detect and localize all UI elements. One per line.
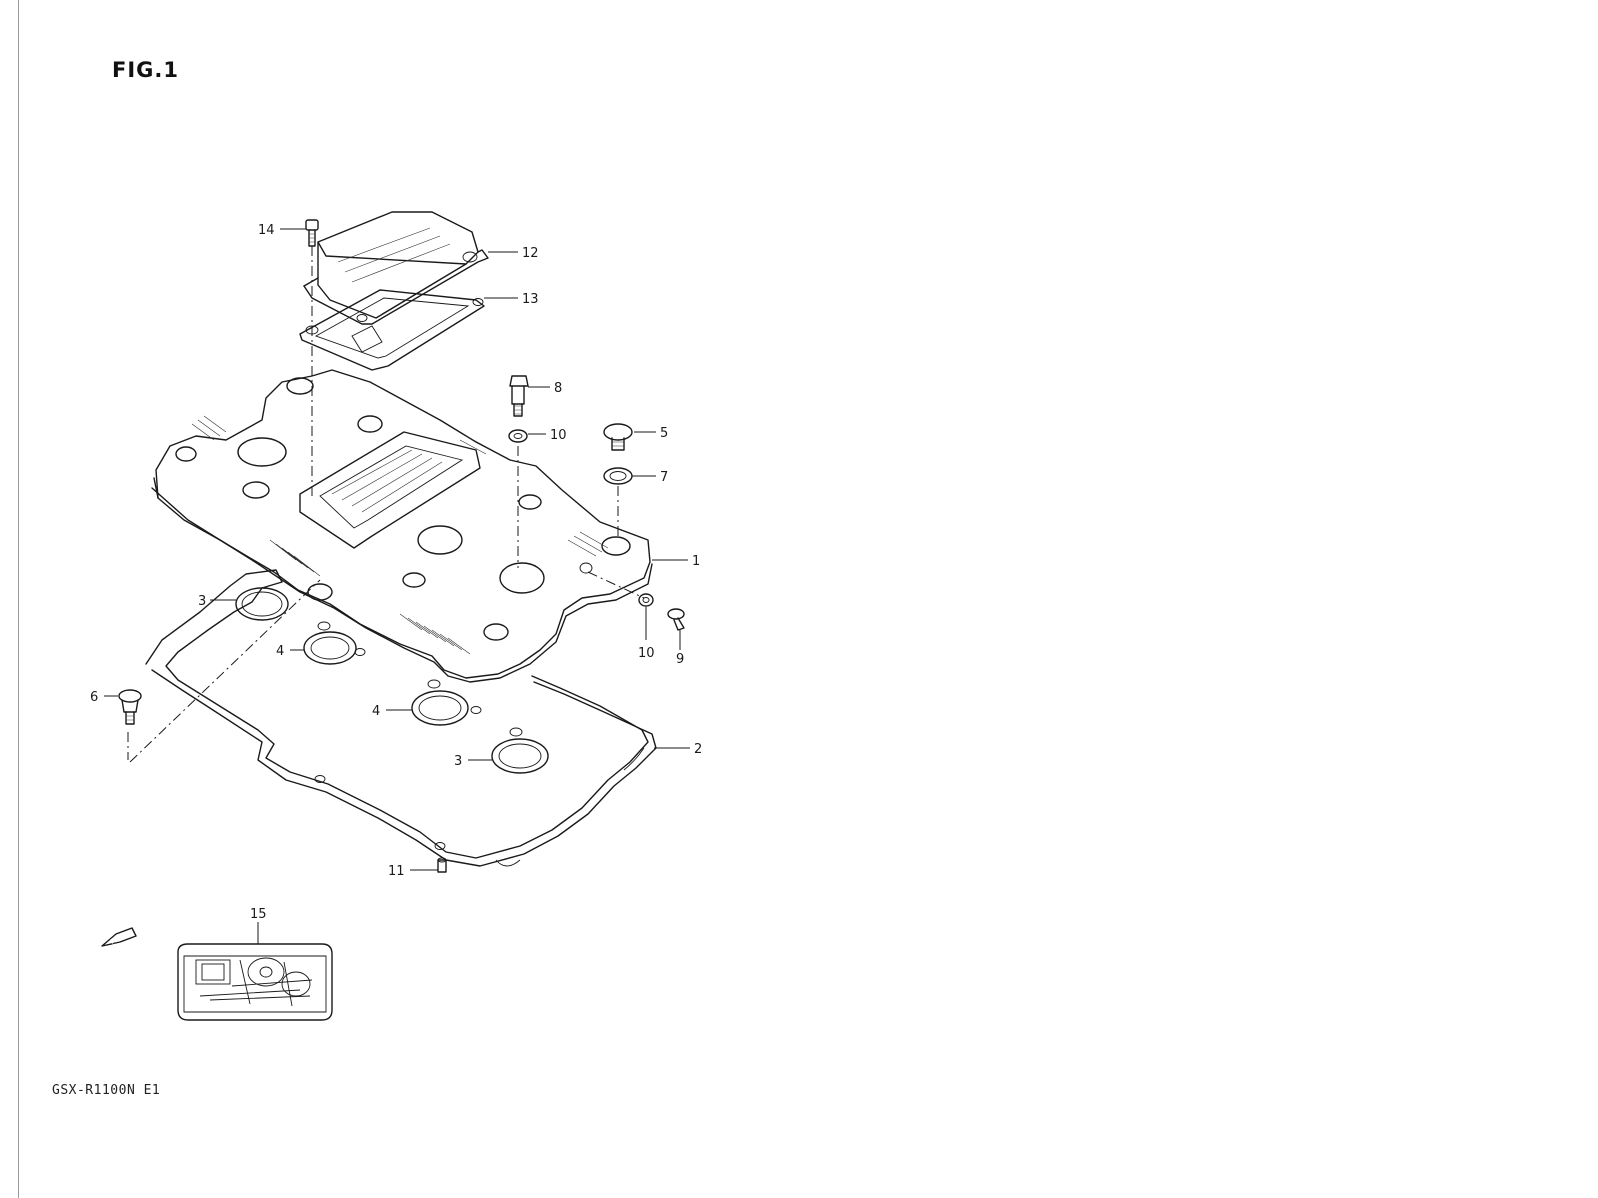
callout-2: 2 (694, 742, 702, 757)
breather-cover (303, 211, 489, 325)
cover-bolt (509, 375, 529, 417)
callout-numbers: 14 12 13 8 10 5 7 1 3 4 10 9 6 4 2 3 11 … (90, 223, 702, 922)
front-arrow: FWD (101, 927, 137, 947)
callout-4-upper: 4 (276, 644, 284, 659)
callout-8: 8 (554, 381, 562, 396)
head-cover-gasket (145, 569, 657, 867)
page-margin-rule (18, 0, 19, 1198)
cap-bolt (603, 423, 633, 451)
cover-bolt-6 (118, 689, 142, 725)
callout-6: 6 (90, 690, 98, 705)
leader-lines (104, 228, 690, 944)
plug-hole-gasket-upper (235, 587, 289, 621)
plug-gasket-lower (411, 679, 482, 726)
bolt-seal (603, 467, 633, 485)
callout-7: 7 (660, 470, 668, 485)
plug-gasket-upper (303, 621, 366, 665)
callout-11: 11 (388, 864, 405, 879)
callout-5: 5 (660, 426, 668, 441)
gasket-set (177, 943, 333, 1021)
callout-14: 14 (258, 223, 275, 238)
figure-title: FIG.1 (112, 58, 179, 82)
side-screw (667, 608, 685, 631)
callout-10-upper: 10 (550, 428, 567, 443)
callout-9: 9 (676, 652, 684, 667)
model-code: GSX-R1100N E1 (52, 1083, 161, 1098)
front-arrow-label: FWD (109, 932, 127, 946)
callout-3-lower: 3 (454, 754, 462, 769)
callout-3-upper: 3 (198, 594, 206, 609)
washer-lower (638, 593, 654, 607)
callout-4-lower: 4 (372, 704, 380, 719)
gasket-plug (437, 857, 447, 873)
washer-upper (508, 429, 528, 443)
callout-15: 15 (250, 907, 267, 922)
callout-1: 1 (692, 554, 700, 569)
callout-12: 12 (522, 246, 539, 261)
breather-gasket (299, 289, 485, 371)
plug-hole-gasket-lower (491, 727, 549, 774)
cylinder-head-cover (151, 369, 653, 683)
callout-10-lower: 10 (638, 646, 655, 661)
callout-13: 13 (522, 292, 539, 307)
assembly-lines (127, 246, 645, 763)
breather-bolt (305, 219, 319, 247)
